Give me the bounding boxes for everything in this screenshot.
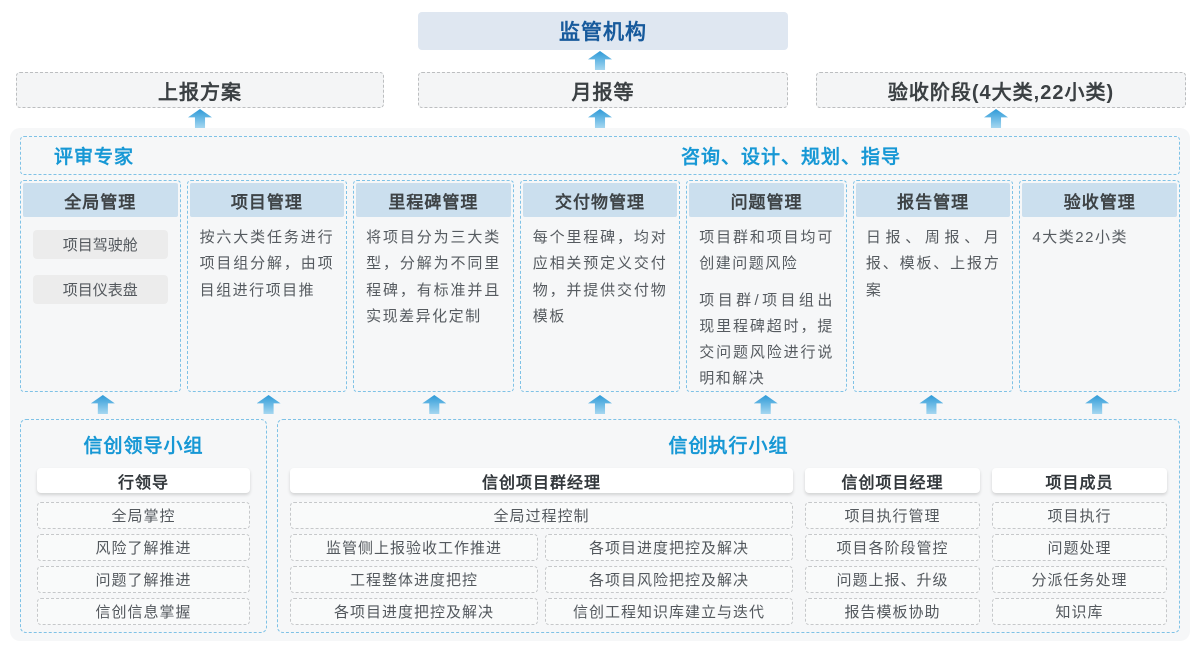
exec-task-item: 监管侧上报验收工作推进 (290, 534, 538, 561)
consult-design-label: 咨询、设计、规划、指导 (681, 147, 902, 168)
exec-task-item: 全局过程控制 (290, 502, 793, 529)
pill-project-cockpit: 项目驾驶舱 (33, 230, 168, 259)
column-title: 交付物管理 (522, 183, 678, 217)
up-arrow-icon (984, 109, 1008, 128)
column-title: 里程碑管理 (356, 183, 511, 217)
execution-group: 信创执行小组 信创项目群经理 全局过程控制 监管侧上报验收工作推进 各项目进度把… (277, 419, 1180, 633)
pm-task-item: 报告模板协助 (805, 598, 980, 625)
lead-task-item: 全局掌控 (37, 502, 250, 529)
role-project-member: 项目成员 (992, 468, 1167, 493)
exec-task-item: 工程整体进度把控 (290, 566, 538, 593)
report-box-plan: 上报方案 (16, 72, 384, 108)
column-issue-management: 问题管理 项目群和项目均可创建问题风险 项目群/项目组出现里程碑超时，提交问题风… (686, 180, 847, 392)
column-description: 日报、周报、月报、模板、上报方案 (865, 229, 1001, 299)
role-bank-leaders: 行领导 (37, 468, 250, 493)
column-arrows-row (20, 395, 1180, 415)
up-arrow-icon (188, 109, 212, 128)
column-title: 全局管理 (23, 183, 178, 217)
column-report-management: 报告管理 日报、周报、月报、模板、上报方案 (852, 180, 1014, 392)
column-title: 问题管理 (689, 183, 844, 217)
column-title: 验收管理 (1022, 183, 1177, 217)
lead-task-item: 风险了解推进 (37, 534, 250, 561)
column-description: 项目群和项目均可创建问题风险 (699, 229, 834, 273)
exec-task-item: 各项目风险把控及解决 (545, 566, 793, 593)
lead-task-item: 信创信息掌握 (37, 598, 250, 625)
column-description: 将项目分为三大类型，分解为不同里程碑，有标准并且实现差异化定制 (366, 229, 501, 325)
pm-task-item: 项目执行管理 (805, 502, 980, 529)
column-deliverable-management: 交付物管理 每个里程碑，均对应相关预定义交付物，并提供交付物模板 (519, 180, 681, 392)
project-manager-section: 信创项目经理 项目执行管理 项目各阶段管控 问题上报、升级 报告模板协助 (805, 468, 980, 625)
leadership-group: 信创领导小组 行领导 全局掌控 风险了解推进 问题了解推进 信创信息掌握 (20, 419, 267, 633)
up-arrow-icon (587, 395, 612, 414)
column-title: 项目管理 (189, 183, 345, 217)
review-experts-label: 评审专家 (54, 147, 135, 168)
column-global-management: 全局管理 项目驾驶舱 项目仪表盘 (20, 180, 181, 392)
regulator-box: 监管机构 (418, 12, 788, 50)
up-arrow-icon (588, 51, 612, 70)
column-milestone-management: 里程碑管理 将项目分为三大类型，分解为不同里程碑，有标准并且实现差异化定制 (353, 180, 514, 392)
up-arrow-icon (588, 109, 612, 128)
expert-header-row: 评审专家 咨询、设计、规划、指导 (20, 136, 1180, 175)
exec-task-item: 信创工程知识库建立与迭代 (545, 598, 793, 625)
member-task-item: 问题处理 (992, 534, 1167, 561)
up-arrow-icon (919, 395, 944, 414)
column-acceptance-management: 验收管理 4大类22小类 (1019, 180, 1180, 392)
role-project-manager: 信创项目经理 (805, 468, 980, 493)
pm-task-item: 项目各阶段管控 (805, 534, 980, 561)
column-description: 按六大类任务进行项目组分解，由项目组进行项目推 (199, 229, 335, 299)
teams-row: 信创领导小组 行领导 全局掌控 风险了解推进 问题了解推进 信创信息掌握 信创执… (20, 419, 1180, 633)
report-box-monthly: 月报等 (418, 72, 788, 108)
leadership-group-title: 信创领导小组 (83, 436, 204, 457)
management-columns: 全局管理 项目驾驶舱 项目仪表盘 项目管理 按六大类任务进行项目组分解，由项目组… (20, 180, 1180, 392)
member-task-item: 项目执行 (992, 502, 1167, 529)
column-description: 每个里程碑，均对应相关预定义交付物，并提供交付物模板 (532, 229, 668, 325)
program-manager-section: 信创项目群经理 全局过程控制 监管侧上报验收工作推进 各项目进度把控及解决 工程… (290, 468, 793, 625)
project-member-section: 项目成员 项目执行 问题处理 分派任务处理 知识库 (992, 468, 1167, 625)
up-arrow-icon (422, 395, 447, 414)
exec-task-item: 各项目进度把控及解决 (545, 534, 793, 561)
member-task-item: 分派任务处理 (992, 566, 1167, 593)
role-program-manager: 信创项目群经理 (290, 468, 793, 493)
pm-task-item: 问题上报、升级 (805, 566, 980, 593)
lead-task-item: 问题了解推进 (37, 566, 250, 593)
pill-project-dashboard: 项目仪表盘 (33, 275, 168, 304)
up-arrow-icon (1085, 395, 1110, 414)
column-project-management: 项目管理 按六大类任务进行项目组分解，由项目组进行项目推 (186, 180, 348, 392)
execution-group-title: 信创执行小组 (668, 436, 789, 457)
column-description: 项目群/项目组出现里程碑超时，提交问题风险进行说明和解决 (699, 291, 834, 388)
exec-task-item: 各项目进度把控及解决 (290, 598, 538, 625)
member-task-item: 知识库 (992, 598, 1167, 625)
up-arrow-icon (753, 395, 778, 414)
column-title: 报告管理 (855, 183, 1011, 217)
up-arrow-icon (256, 395, 281, 414)
management-panel: 评审专家 咨询、设计、规划、指导 全局管理 项目驾驶舱 项目仪表盘 项目管理 按… (10, 128, 1190, 641)
report-box-acceptance: 验收阶段(4大类,22小类) (816, 72, 1186, 108)
column-description: 4大类22小类 (1032, 229, 1128, 246)
up-arrow-icon (90, 395, 115, 414)
